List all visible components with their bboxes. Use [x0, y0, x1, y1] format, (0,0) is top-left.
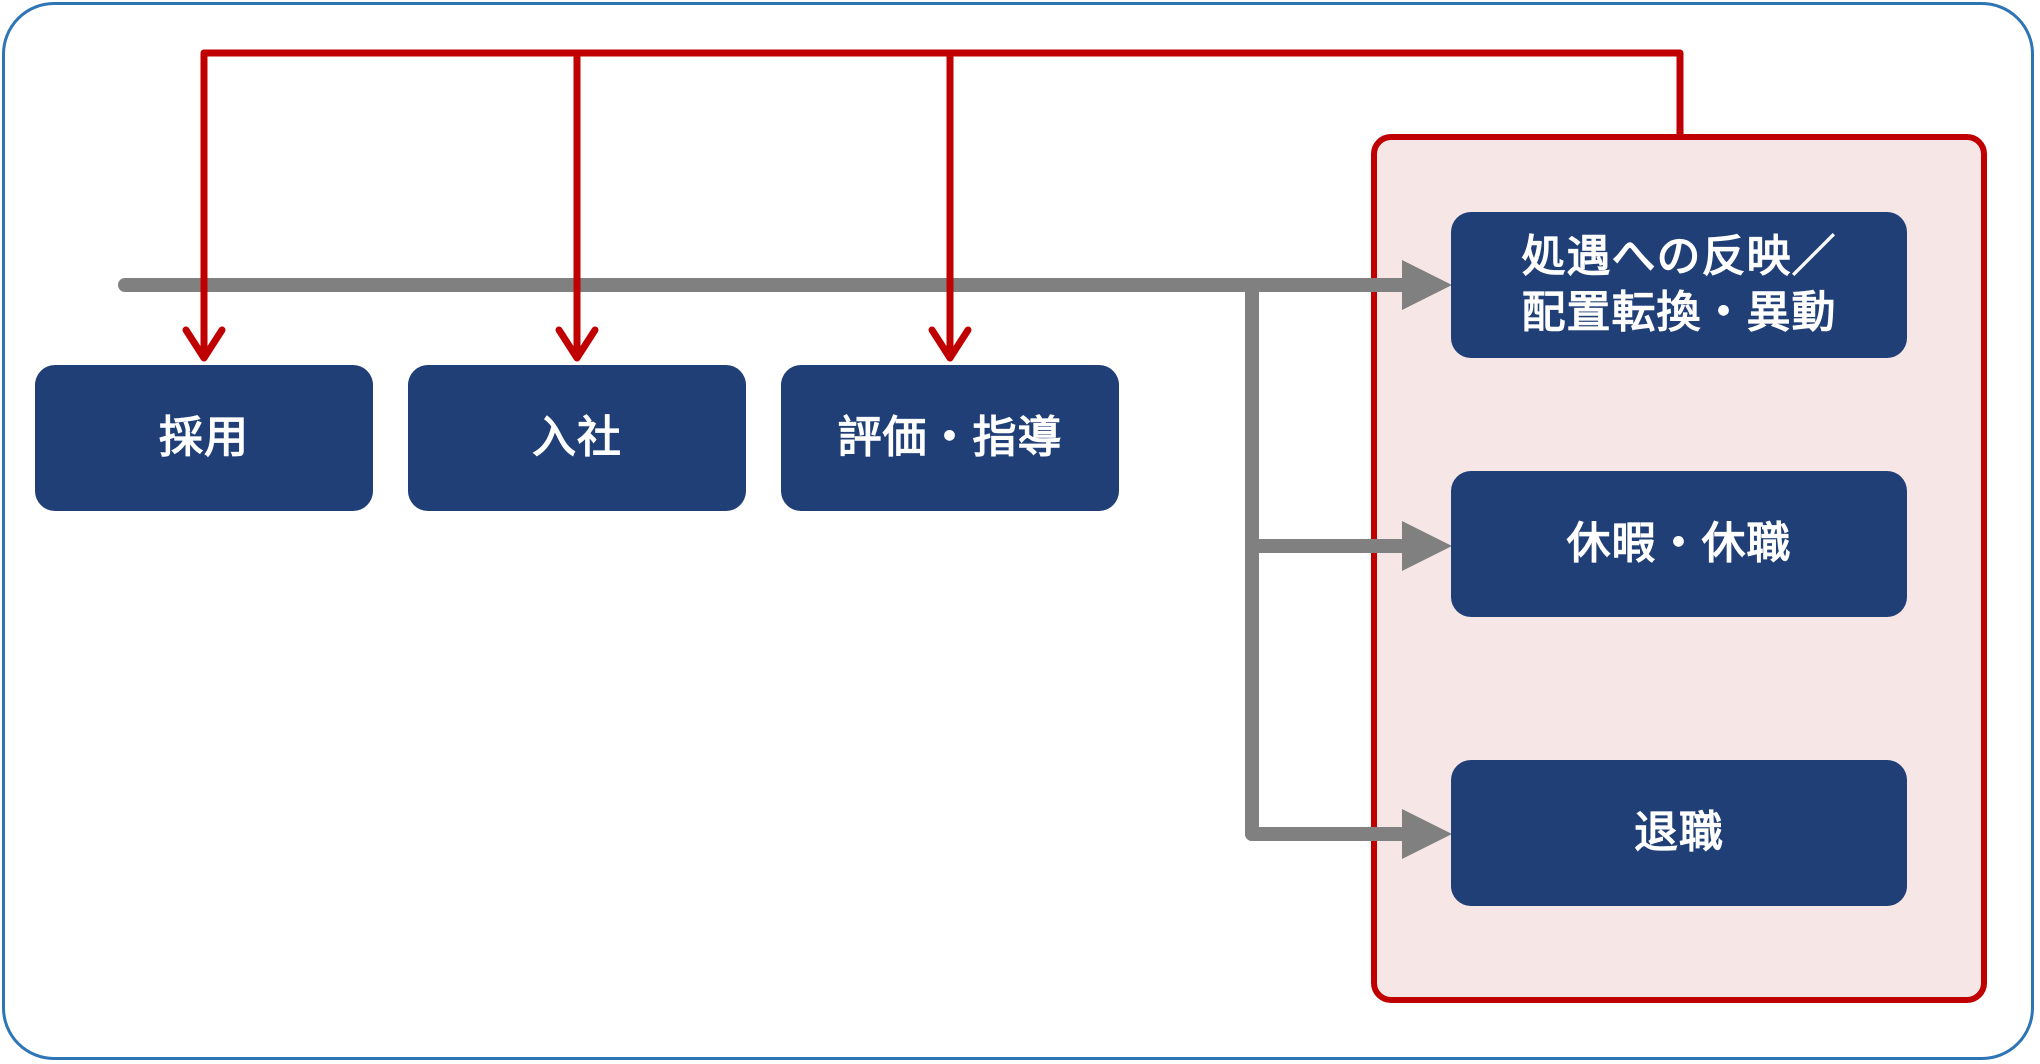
feedback-arrows: [182, 49, 1684, 362]
feedback-arrowhead-1: [182, 326, 226, 362]
outcome-box-leave: 休暇・休職: [1451, 471, 1907, 617]
stage-label: 評価・指導: [837, 412, 1063, 463]
stage-box-recruitment: 採用: [35, 365, 373, 511]
feedback-arrowhead-3: [928, 326, 972, 362]
feedback-arrowhead-2: [555, 326, 599, 362]
flow-arrowhead-1: [1402, 260, 1452, 310]
outcome-label: 退職: [1634, 807, 1724, 858]
outcome-label: 休暇・休職: [1566, 518, 1792, 569]
flow-arrowhead-3: [1402, 809, 1452, 859]
stage-label: 入社: [532, 412, 622, 463]
outcome-box-treatment: 処遇への反映／ 配置転換・異動: [1451, 212, 1907, 358]
stage-box-evaluation: 評価・指導: [781, 365, 1119, 511]
stage-box-joining: 入社: [408, 365, 746, 511]
feedback-top-line: [200, 49, 1684, 360]
outcome-label-line2: 配置転換・異動: [1521, 287, 1837, 338]
flow-arrowhead-2: [1402, 521, 1452, 571]
outcome-box-retirement: 退職: [1451, 760, 1907, 906]
flow-arrowheads: [1402, 260, 1452, 859]
flow-arrows: [118, 278, 1419, 841]
stage-label: 採用: [159, 412, 249, 463]
outcome-label-line1: 処遇への反映／: [1521, 231, 1837, 282]
